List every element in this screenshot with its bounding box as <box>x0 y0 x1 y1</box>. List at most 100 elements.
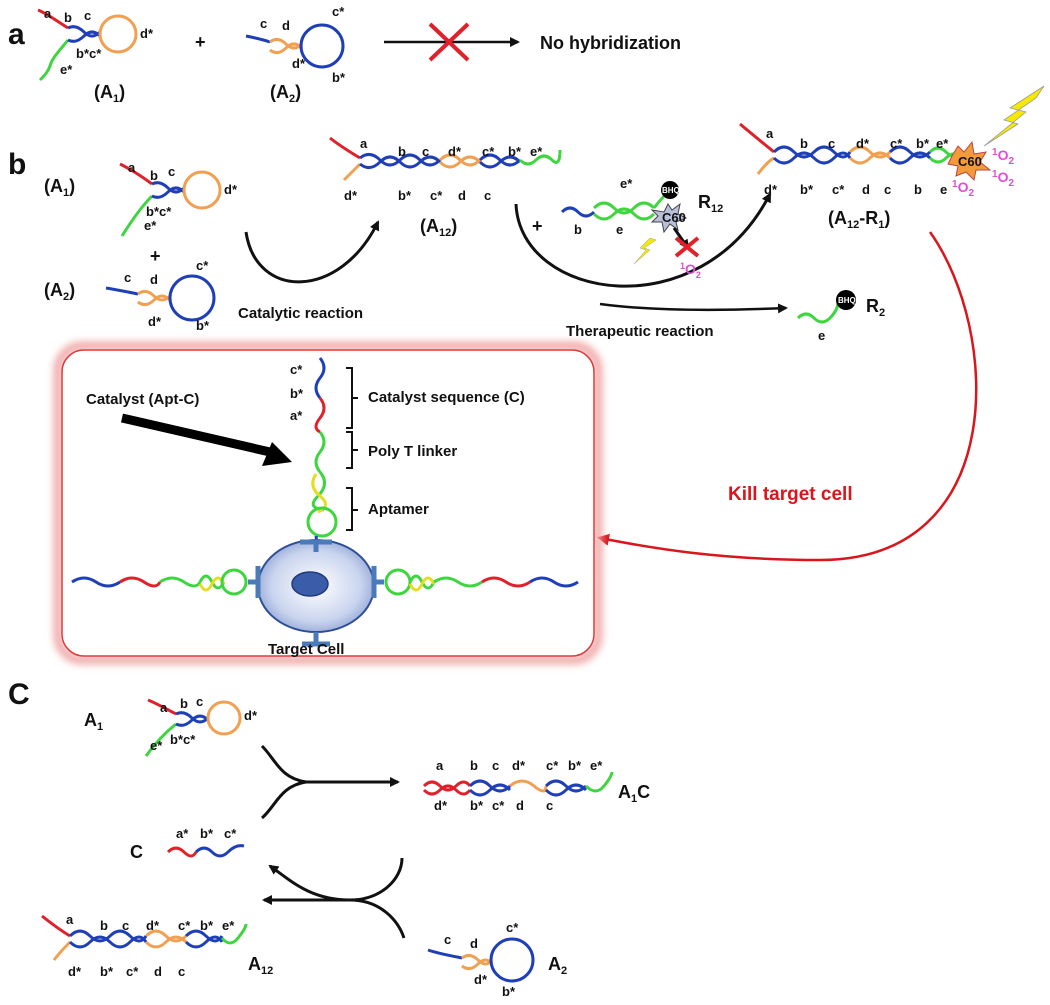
svg-text:c*: c* <box>492 798 505 813</box>
svg-text:c: c <box>546 798 553 813</box>
svg-text:e: e <box>818 328 825 343</box>
catalyst-inset: Catalyst (Apt-C) c* b* a* Catalyst seque… <box>54 342 602 664</box>
svg-text:b*: b* <box>398 188 412 203</box>
svg-text:b*c*: b*c* <box>146 204 172 219</box>
svg-text:b: b <box>100 918 108 933</box>
svg-text:a*: a* <box>290 408 303 423</box>
svg-text:e*: e* <box>144 218 157 233</box>
b-plus-2: + <box>532 216 543 236</box>
svg-text:c: c <box>422 144 429 159</box>
svg-text:c*: c* <box>890 136 903 151</box>
svg-text:d: d <box>458 188 466 203</box>
c60-active-icon <box>947 140 992 182</box>
svg-text:d*: d* <box>474 972 488 987</box>
svg-text:d*: d* <box>148 314 162 329</box>
svg-text:c*: c* <box>178 918 191 933</box>
no-reaction-cross-icon <box>428 22 470 62</box>
svg-text:a*: a* <box>176 826 189 841</box>
svg-text:Catalyst sequence (C): Catalyst sequence (C) <box>368 389 525 406</box>
svg-text:e*: e* <box>222 918 235 933</box>
svg-text:c*: c* <box>482 144 495 159</box>
svg-text:c*: c* <box>832 182 845 197</box>
therapeutic-arrow-up <box>514 192 772 288</box>
svg-text:e*: e* <box>590 758 603 773</box>
catalyst-pointer-icon <box>262 442 292 466</box>
duplex-a12-c: a b c d* c* b* e* d* b* c* d c A12 <box>41 912 273 979</box>
svg-text:b: b <box>180 696 188 711</box>
svg-text:c*: c* <box>126 964 139 979</box>
split-arrow-bottom <box>262 857 404 905</box>
svg-text:d*: d* <box>244 708 258 723</box>
svg-text:e*: e* <box>620 176 633 191</box>
svg-text:1O2: 1O2 <box>992 147 1014 167</box>
svg-text:e: e <box>940 182 947 197</box>
svg-text:b: b <box>800 136 808 151</box>
panel-b-hairpin-a1: (A1) a b c d* e* b*c* <box>44 160 238 237</box>
duplex-a12: a b c d* c* b* e* d* b* c* d c (A12) <box>329 136 562 239</box>
svg-text:e*: e* <box>936 136 949 151</box>
svg-text:d*: d* <box>434 798 448 813</box>
a1-bcstar-label: b*c* <box>76 46 102 61</box>
reporter-r2: BHQ2 e R2 <box>796 290 885 343</box>
svg-text:d*: d* <box>146 918 160 933</box>
svg-text:b*: b* <box>916 136 930 151</box>
svg-text:a: a <box>160 700 168 715</box>
svg-text:d: d <box>516 798 524 813</box>
svg-text:e*: e* <box>150 738 163 753</box>
panel-c-label: C <box>8 678 30 711</box>
panel-a-hairpin-a2: c d c* d* b* (A2) <box>245 4 346 105</box>
c60-quenched-icon <box>650 202 688 234</box>
svg-text:c: c <box>124 270 131 285</box>
b-a1-name: (A1) <box>44 176 75 199</box>
svg-text:b: b <box>914 182 922 197</box>
svg-text:b*: b* <box>470 798 484 813</box>
panel-a-label: a <box>8 18 25 51</box>
svg-text:C: C <box>130 842 143 862</box>
catalyst-c: C a* b* c* <box>130 826 245 862</box>
svg-text:c: c <box>828 136 835 151</box>
svg-text:d: d <box>150 272 158 287</box>
svg-text:b: b <box>150 168 158 183</box>
svg-text:c*: c* <box>196 258 209 273</box>
svg-text:d: d <box>862 182 870 197</box>
target-cell-label: Target Cell <box>268 641 344 658</box>
svg-text:d*: d* <box>344 188 358 203</box>
svg-text:C60: C60 <box>662 210 686 225</box>
svg-text:a: a <box>66 912 74 927</box>
svg-text:C60: C60 <box>958 154 982 169</box>
a2-name: (A2) <box>270 82 301 105</box>
c-a1-name: A1 <box>84 710 103 733</box>
a1-name: (A1) <box>94 82 125 105</box>
svg-text:e*: e* <box>530 144 543 159</box>
small-light-icon <box>633 237 657 265</box>
svg-text:1O2: 1O2 <box>952 179 974 199</box>
light-bolt-icon <box>983 85 1045 147</box>
svg-text:b: b <box>470 758 478 773</box>
panel-b-label: b <box>8 148 26 181</box>
svg-text:d*: d* <box>448 144 462 159</box>
svg-text:c: c <box>492 758 499 773</box>
svg-text:d*: d* <box>224 182 238 197</box>
svg-text:d*: d* <box>856 136 870 151</box>
r12-name: R12 <box>698 192 723 215</box>
svg-text:1O2: 1O2 <box>992 169 1014 189</box>
svg-text:c*: c* <box>290 362 303 377</box>
panel-a-plus: + <box>195 32 206 52</box>
therapeutic-reaction-label: Therapeutic reaction <box>566 323 714 340</box>
svg-text:c: c <box>168 164 175 179</box>
svg-text:b*c*: b*c* <box>170 732 196 747</box>
svg-text:d: d <box>470 936 478 951</box>
catalytic-arrow <box>244 220 380 284</box>
svg-text:b*: b* <box>508 144 522 159</box>
c-a12-name: A12 <box>248 954 273 977</box>
svg-text:d: d <box>154 964 162 979</box>
svg-text:e: e <box>616 222 623 237</box>
kill-arrow <box>597 231 978 562</box>
r2-name: R2 <box>866 296 885 319</box>
panel-c-hairpin-a1: a b c d* b*c* e* <box>144 694 258 757</box>
a2-c-label: c <box>260 16 267 31</box>
a1-estar-label: e* <box>60 62 73 77</box>
a1c-name: A1C <box>618 782 650 805</box>
a1-dstar-label: d* <box>140 26 154 41</box>
